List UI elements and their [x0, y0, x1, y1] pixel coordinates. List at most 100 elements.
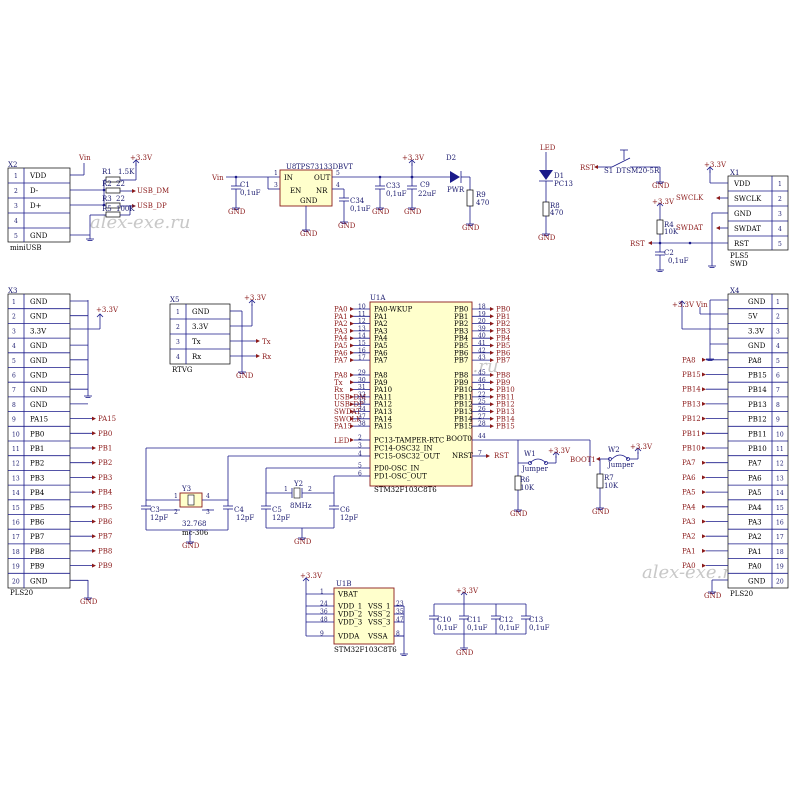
pin-label: GND [30, 232, 48, 240]
pin-label: PB5 [454, 342, 468, 350]
svg-text:Y2: Y2 [293, 480, 303, 488]
net-label: PB12 [496, 401, 515, 409]
cap-value: 0,1uF [529, 624, 550, 632]
pin-number: 26 [478, 406, 486, 413]
pin-label: PA4 [374, 335, 388, 343]
net-label: PA8 [334, 372, 348, 380]
svg-text:2: 2 [308, 486, 312, 493]
svg-text:3: 3 [206, 509, 210, 516]
svg-text:Rx: Rx [262, 353, 271, 361]
net-label: PA15 [334, 423, 352, 431]
pin-label: GND [192, 308, 210, 316]
svg-text:SWCLK: SWCLK [676, 194, 704, 202]
svg-text:D2: D2 [446, 154, 456, 162]
svg-text:8MHz: 8MHz [290, 502, 312, 510]
pin-label: PB1 [30, 445, 44, 453]
connector-x4: X4 1GND25V33.3V4GND5PA8PA86PB15PB157PB14… [672, 287, 789, 600]
pin-number: 8 [12, 402, 16, 409]
net-label: PA5 [682, 489, 696, 497]
net-label: PA0 [682, 562, 696, 570]
pin-label: PA1 [748, 548, 762, 556]
pin-number: 4 [176, 354, 180, 361]
boot1-network: BOOT1 +3.3V W2 Jumper R7 10K GND [570, 443, 653, 516]
svg-text:C3: C3 [150, 506, 160, 514]
svg-text:Tx: Tx [262, 338, 271, 346]
pin-number: 6 [12, 373, 16, 380]
svg-text:22uF: 22uF [418, 190, 436, 198]
pin-number: 1 [176, 309, 180, 316]
cap-value: 0,1uF [467, 624, 488, 632]
svg-text:C33: C33 [386, 182, 400, 190]
svg-text:+3.3V: +3.3V [300, 572, 323, 580]
pin-number: 14 [776, 490, 784, 497]
svg-text:R2: R2 [102, 180, 112, 188]
regulator-u8: Vin C1 0,1uF GND U8 TPS73133DBVT IN OUT … [211, 154, 489, 238]
pin-number: 15 [12, 505, 20, 512]
svg-text:10K: 10K [664, 228, 679, 236]
svg-text:mc-306: mc-306 [182, 529, 209, 537]
svg-text:GND: GND [182, 542, 200, 550]
pin-label: PA1 [374, 313, 388, 321]
svg-text:RST: RST [494, 452, 509, 460]
pin-number: 24 [320, 601, 328, 608]
svg-text:0,1uF: 0,1uF [350, 205, 371, 213]
pin-number: 1 [14, 173, 18, 180]
net-label: PA5 [334, 342, 348, 350]
net-label: PB12 [682, 415, 701, 423]
svg-text:32.768: 32.768 [182, 520, 207, 528]
pin-number: 17 [776, 534, 784, 541]
svg-text:NRST: NRST [452, 452, 473, 460]
svg-text:PLS20: PLS20 [10, 589, 33, 597]
pin-number: 20 [12, 578, 20, 585]
pin-label: GND [30, 313, 48, 321]
svg-text:DTSM20-5R: DTSM20-5R [616, 167, 660, 175]
pin-label: PB14 [454, 415, 473, 423]
svg-text:TPS73133DBVT: TPS73133DBVT [296, 163, 353, 171]
net-label: Tx [334, 379, 343, 387]
svg-text:Jumper: Jumper [607, 461, 635, 469]
pin-label: PB1 [454, 313, 468, 321]
svg-text:Vin: Vin [211, 174, 224, 182]
net-label: SWDAT [334, 408, 361, 416]
pin-number: 36 [320, 609, 328, 616]
pin-label: PB14 [748, 386, 767, 394]
pin-label: D+ [30, 202, 42, 210]
svg-text:GND: GND [80, 598, 98, 606]
pin-number: 11 [12, 446, 20, 453]
svg-text:SWDAT: SWDAT [676, 224, 703, 232]
pin-label: PA6 [374, 349, 388, 357]
net-label: PB5 [496, 342, 510, 350]
pin-number: 3 [12, 328, 16, 335]
pin-number: 40 [478, 333, 486, 340]
pin-label: PA5 [374, 342, 388, 350]
svg-text:GND: GND [592, 508, 610, 516]
pin-label: PB5 [30, 504, 44, 512]
svg-text:12pF: 12pF [340, 514, 358, 522]
svg-text:GND: GND [228, 208, 246, 216]
watermark-3: alex-exe.ru [642, 562, 742, 583]
svg-text:U8: U8 [286, 163, 296, 171]
pin-number: 2 [776, 314, 780, 321]
svg-text:2: 2 [174, 509, 178, 516]
pin-label: PB12 [454, 401, 473, 409]
pin-number: 47 [396, 617, 404, 624]
svg-text:IN: IN [284, 174, 293, 182]
pin-label: PC15-OSC32_OUT [374, 453, 440, 461]
svg-text:R6: R6 [520, 476, 530, 484]
pin-label: PB9 [454, 379, 468, 387]
svg-text:0,1uF: 0,1uF [240, 189, 261, 197]
net-label: PB2 [98, 459, 112, 467]
svg-text:470: 470 [476, 199, 489, 207]
pin-label: PC14-OSC32_IN [374, 445, 433, 453]
pin-number: 45 [478, 370, 486, 377]
pin-label: PA13 [374, 408, 392, 416]
svg-text:12pF: 12pF [236, 514, 254, 522]
svg-text:3: 3 [274, 182, 278, 189]
pin-number: 11 [776, 446, 784, 453]
svg-text:NR: NR [316, 187, 328, 195]
pin-number: 15 [776, 505, 784, 512]
net-label: PB7 [98, 533, 112, 541]
pin-label: PB6 [454, 349, 469, 357]
